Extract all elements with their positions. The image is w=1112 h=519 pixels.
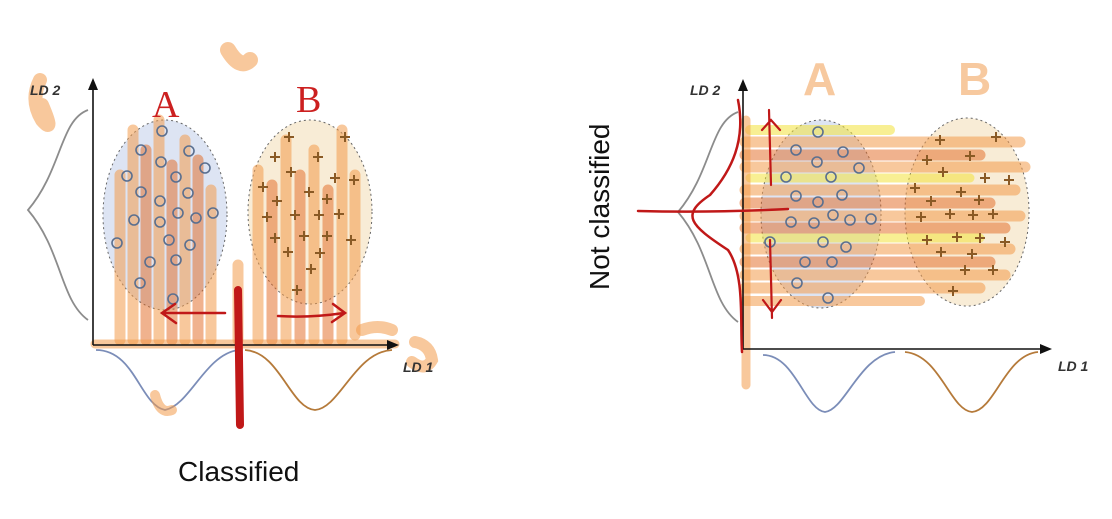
decision-boundary-line [234, 286, 244, 429]
class-a-markers [111, 125, 219, 305]
class-b-markers [910, 132, 1014, 296]
vertical-highlight-strokes [90, 114, 400, 349]
highlight-blob [220, 42, 258, 72]
horizontal-highlight-strokes [739, 115, 1031, 390]
right-arrow [276, 302, 348, 324]
class-a-ld1-density-curve [762, 351, 896, 413]
right-caption: Not classified [584, 123, 615, 290]
right-diagram-svg: LD 2 LD 1 A B [636, 53, 1089, 413]
right-y-axis-label: LD 2 [690, 82, 721, 98]
ld2-density-curve [676, 111, 739, 323]
class-b-ld1-density-curve [904, 351, 1039, 413]
right-axes [738, 79, 1052, 354]
left-caption: Classified [178, 456, 300, 487]
right-x-axis-label: LD 1 [1058, 358, 1089, 374]
highlight-blob [406, 336, 439, 373]
left-arrow [159, 302, 227, 325]
highlight-blob [356, 321, 398, 336]
right-diagram-not-classified: LD 2 LD 1 A B [560, 0, 1112, 519]
class-a-ld1-density-curve [95, 349, 239, 411]
left-diagram-svg: LD 2 LD 1 A B [26, 42, 439, 429]
left-y-axis-label: LD 2 [30, 82, 61, 98]
highlight-blob [150, 390, 177, 416]
ld2-density-curve [26, 109, 89, 321]
class-b-ld1-density-curve [244, 349, 393, 411]
red-horizontal-cut [636, 207, 790, 213]
right-class-b-label: B [958, 53, 991, 105]
left-x-axis-label: LD 1 [403, 359, 434, 375]
right-class-a-label: A [803, 53, 836, 105]
red-down-arrow [761, 238, 783, 320]
red-up-arrow [760, 108, 782, 187]
left-class-b-label: B [296, 79, 321, 121]
left-diagram-classified: LD 2 LD 1 A B [26, 42, 439, 429]
class-b-markers [258, 132, 359, 295]
red-ld2-density-trace [691, 98, 744, 354]
left-class-a-label: A [152, 84, 180, 126]
highlight-blob [28, 73, 56, 132]
